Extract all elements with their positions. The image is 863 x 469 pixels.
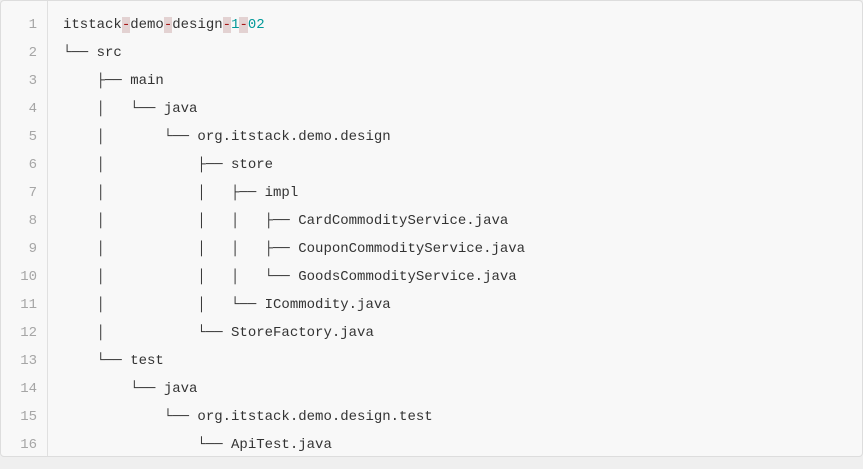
- code-token-plain: demo: [130, 17, 164, 33]
- code-line: 3 ├── main: [1, 67, 862, 95]
- code-text: │ │ ├── impl: [47, 179, 862, 207]
- line-number: 3: [28, 73, 37, 89]
- code-token-plain: └── java: [63, 381, 198, 397]
- gutter-separator: [47, 1, 48, 456]
- code-text: │ └── StoreFactory.java: [47, 319, 862, 347]
- code-token-plain: └── org.itstack.demo.design.test: [63, 409, 433, 425]
- code-text: └── org.itstack.demo.design.test: [47, 403, 862, 431]
- code-token-plain: │ └── StoreFactory.java: [63, 325, 374, 341]
- code-token-number: 1: [231, 17, 240, 33]
- code-token-plain: │ │ │ ├── CardCommodityService.java: [63, 213, 509, 229]
- code-line: 16 └── ApiTest.java: [1, 431, 862, 456]
- code-token-plain: │ │ ├── impl: [63, 185, 299, 201]
- code-token-plain: └── ApiTest.java: [63, 437, 332, 453]
- code-token-error: -: [239, 17, 248, 33]
- code-text: ├── main: [47, 67, 862, 95]
- code-text: │ │ │ ├── CardCommodityService.java: [47, 207, 862, 235]
- code-token-error: -: [163, 17, 173, 33]
- line-number: 1: [28, 17, 37, 33]
- code-line: 11 │ │ └── ICommodity.java: [1, 291, 862, 319]
- line-number: 11: [20, 297, 37, 313]
- code-token-plain: │ │ │ └── GoodsCommodityService.java: [63, 269, 517, 285]
- code-token-plain: └── test: [63, 353, 164, 369]
- code-line: 7 │ │ ├── impl: [1, 179, 862, 207]
- line-number: 6: [28, 157, 37, 173]
- code-token-plain: ├── main: [63, 73, 164, 89]
- code-text: │ └── java: [47, 95, 862, 123]
- code-token-plain: │ └── java: [63, 101, 198, 117]
- line-number: 16: [20, 437, 37, 453]
- code-text: │ │ │ └── GoodsCommodityService.java: [47, 263, 862, 291]
- code-token-number: 02: [247, 17, 265, 33]
- code-text: │ │ │ ├── CouponCommodityService.java: [47, 235, 862, 263]
- code-token-error: -: [121, 17, 131, 33]
- code-text: │ ├── store: [47, 151, 862, 179]
- code-token-plain: │ │ └── ICommodity.java: [63, 297, 391, 313]
- code-line: 12 │ └── StoreFactory.java: [1, 319, 862, 347]
- code-line: 5 │ └── org.itstack.demo.design: [1, 123, 862, 151]
- code-text: └── src: [47, 39, 862, 67]
- code-text: └── test: [47, 347, 862, 375]
- code-line: 4 │ └── java: [1, 95, 862, 123]
- line-number: 7: [28, 185, 37, 201]
- line-number: 13: [20, 353, 37, 369]
- code-token-error: -: [222, 17, 232, 33]
- code-text: itstack-demo-design-1-02: [47, 11, 862, 39]
- code-line: 13 └── test: [1, 347, 862, 375]
- code-text: │ │ └── ICommodity.java: [47, 291, 862, 319]
- line-number: 5: [28, 129, 37, 145]
- code-line: 10 │ │ │ └── GoodsCommodityService.java: [1, 263, 862, 291]
- line-number: 8: [28, 213, 37, 229]
- code-line: 8 │ │ │ ├── CardCommodityService.java: [1, 207, 862, 235]
- code-text: └── ApiTest.java: [47, 431, 862, 456]
- line-number: 15: [20, 409, 37, 425]
- code-line: 2 └── src: [1, 39, 862, 67]
- code-token-plain: │ ├── store: [63, 157, 274, 173]
- line-number: 2: [28, 45, 37, 61]
- line-number: 9: [28, 241, 37, 257]
- line-number: 10: [20, 269, 37, 285]
- code-line: 6 │ ├── store: [1, 151, 862, 179]
- line-number: 14: [20, 381, 37, 397]
- code-token-plain: design: [172, 17, 223, 33]
- line-number: 12: [20, 325, 37, 341]
- code-text: └── java: [47, 375, 862, 403]
- code-line: 15 └── org.itstack.demo.design.test: [1, 403, 862, 431]
- code-token-plain: │ │ │ ├── CouponCommodityService.java: [63, 241, 526, 257]
- code-text: │ └── org.itstack.demo.design: [47, 123, 862, 151]
- code-token-plain: itstack: [63, 17, 122, 33]
- code-token-plain: │ └── org.itstack.demo.design: [63, 129, 391, 145]
- code-line: 9 │ │ │ ├── CouponCommodityService.java: [1, 235, 862, 263]
- code-token-plain: └── src: [63, 45, 122, 61]
- code-line: 14 └── java: [1, 375, 862, 403]
- line-number: 4: [28, 101, 37, 117]
